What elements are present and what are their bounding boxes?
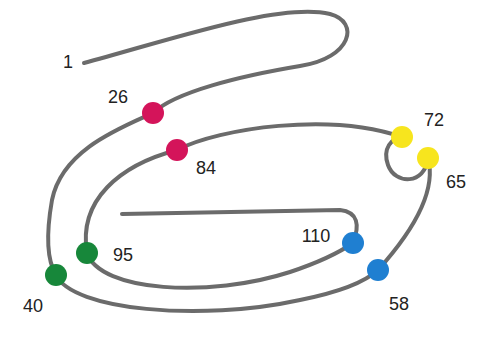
residue-number: 1 [63, 52, 73, 72]
disulfide-dot [142, 102, 164, 124]
residue-number: 40 [23, 296, 43, 316]
residue-number: 95 [113, 245, 133, 265]
disulfide-dot [417, 147, 439, 169]
residue-number: 26 [108, 87, 128, 107]
disulfide-dot [391, 126, 413, 148]
residue-number: 65 [446, 172, 466, 192]
disulfide-dot [76, 242, 98, 264]
disulfide-dot [342, 232, 364, 254]
disulfide-dot [367, 259, 389, 281]
protein-chain [48, 12, 430, 311]
disulfide-dot [166, 139, 188, 161]
residue-number: 72 [424, 110, 444, 130]
residue-number: 84 [196, 158, 216, 178]
residue-number: 58 [389, 294, 409, 314]
residue-number: 110 [302, 226, 331, 246]
disulfide-dot [45, 264, 67, 286]
